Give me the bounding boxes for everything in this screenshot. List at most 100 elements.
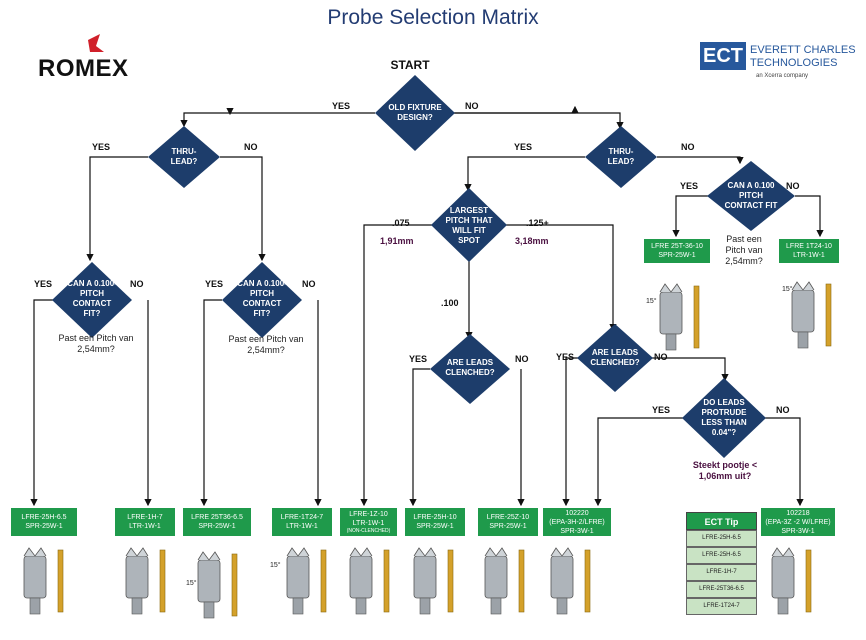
decision-thru-lead-left: THRU-LEAD? bbox=[170, 147, 198, 166]
product-code: 102218 bbox=[786, 509, 810, 517]
decision-largest-pitch: LARGEST PITCH THAT WILL FIT SPOT bbox=[445, 206, 493, 245]
pitch-note-middle: Past een Pitch van 2,54mm? bbox=[228, 334, 304, 355]
probe-illustration-2-body bbox=[197, 559, 221, 603]
decision-leads-clenched-right: ARE LEADS CLENCHED? bbox=[590, 348, 640, 367]
angle-label: 15° bbox=[782, 286, 793, 293]
product-receptacle: SPR-3W-1 bbox=[560, 527, 594, 535]
product-receptacle: SPR-25W-1 bbox=[25, 523, 63, 530]
probe-illustration-8-receptacle bbox=[805, 549, 812, 613]
connector-line bbox=[594, 417, 686, 507]
product-code: LFRE-25H-6.5 bbox=[21, 514, 67, 521]
probe-illustration-6-receptacle bbox=[518, 549, 525, 613]
angle-label: 15° bbox=[186, 580, 197, 587]
connector-line bbox=[505, 224, 617, 332]
diamond-thru-lead-left bbox=[148, 126, 220, 188]
product-102218: 102218 (EPA-3Z -2 W/LFRE) SPR-3W-1 bbox=[761, 508, 835, 536]
no-label: NO bbox=[654, 352, 668, 362]
product-lfre-25h-6-5: LFRE-25H-6.5 SPR-25W-1 bbox=[11, 508, 77, 536]
product-lfre-1t24-10: LFRE 1T24-10 LTR-1W-1 bbox=[779, 239, 839, 263]
ect-logo-line3: an Xcerra company bbox=[756, 73, 809, 79]
product-receptacle: LTR-1W-1 bbox=[793, 252, 825, 259]
pitch-125-label: .125+ bbox=[526, 218, 549, 228]
no-label: NO bbox=[681, 142, 695, 152]
probe-illustration-7-receptacle bbox=[584, 549, 591, 613]
product-lfre-25t-36-10: LFRE 25T-36-10 SPR-25W-1 bbox=[644, 239, 710, 263]
probe-illustration-2-receptacle bbox=[231, 553, 238, 617]
ect-tip-row: LFRE-25T36-6.5 bbox=[686, 581, 757, 598]
product-code: LFRE 25T-36-10 bbox=[651, 243, 703, 250]
product-code: LFRE 1T24-10 bbox=[786, 243, 832, 250]
product-receptacle: LTR-1W-1 bbox=[129, 523, 161, 530]
probe-illustration-4-body bbox=[349, 555, 373, 599]
no-label: NO bbox=[244, 142, 258, 152]
probe-illustration-4-receptacle bbox=[383, 549, 390, 613]
angle-label: 15° bbox=[270, 562, 281, 569]
diamond-pitch-fit-left bbox=[52, 262, 132, 338]
product-receptacle: SPR-25W-1 bbox=[416, 523, 454, 530]
no-label: NO bbox=[465, 101, 479, 111]
probe-illustration-5-stem bbox=[419, 597, 431, 615]
probe-illustration-10-receptacle bbox=[825, 283, 832, 347]
connector-line bbox=[220, 156, 266, 262]
probe-illustration-6-body bbox=[484, 555, 508, 599]
romex-logo: ROMEX bbox=[38, 55, 129, 82]
connector-line bbox=[360, 224, 433, 507]
probe-illustration-0-stem bbox=[29, 597, 41, 615]
yes-label: YES bbox=[680, 181, 699, 191]
product-code: 102220 bbox=[565, 509, 589, 517]
no-label: NO bbox=[515, 354, 529, 364]
product-receptacle: SPR-3W-1 bbox=[781, 527, 815, 535]
diamond-largest-pitch bbox=[431, 188, 507, 262]
decision-pitch-fit-middle: CAN A 0.100-PITCH CONTACT FIT? bbox=[237, 279, 287, 318]
connector-line bbox=[795, 195, 824, 238]
connector-line bbox=[657, 156, 744, 165]
angle-label: 15° bbox=[646, 298, 657, 305]
connector-line bbox=[30, 299, 53, 507]
probe-illustration-7-tip bbox=[550, 547, 574, 557]
ect-tip-row: LFRE-1H-7 bbox=[686, 564, 757, 581]
ect-tip-row: LFRE-25H-6.5 bbox=[686, 530, 757, 547]
product-receptacle: SPR-25W-1 bbox=[198, 523, 236, 530]
probe-illustration-10-stem bbox=[797, 331, 809, 349]
page-title: Probe Selection Matrix bbox=[327, 6, 539, 29]
product-lfre-1h-7: LFRE-1H-7 LTR-1W-1 bbox=[115, 508, 175, 536]
product-description: (EPA-3Z -2 W/LFRE) bbox=[765, 518, 831, 526]
yes-label: YES bbox=[205, 279, 224, 289]
probe-illustration-9-receptacle bbox=[693, 285, 700, 349]
probe-illustration-3-stem bbox=[292, 597, 304, 615]
connector-line bbox=[464, 156, 585, 192]
product-lfre-1z-10: LFRE-1Z-10 LTR-1W-1 (NON-CLENCHED) bbox=[340, 508, 397, 536]
product-code: LFRE-1H-7 bbox=[127, 514, 163, 521]
diamond-old-fixture bbox=[375, 75, 455, 151]
diamond-pitch-fit-right bbox=[707, 161, 795, 231]
connector-line bbox=[200, 299, 222, 507]
product-code: LFRE-25Z-10 bbox=[486, 514, 530, 521]
decision-old-fixture: OLD FIXTURE DESIGN? bbox=[388, 103, 442, 122]
probe-illustration-0-body bbox=[23, 555, 47, 599]
yes-label: YES bbox=[92, 142, 111, 152]
probe-illustration-6-stem bbox=[490, 597, 502, 615]
probe-illustration-4-tip bbox=[349, 547, 373, 557]
product-code: LFRE-1Z-10 bbox=[349, 511, 388, 518]
decision-pitch-fit-right: CAN A 0.100 PITCH CONTACT FIT bbox=[724, 181, 778, 210]
decision-leads-clenched-middle: ARE LEADS CLENCHED? bbox=[445, 358, 495, 377]
product-lfre-25t36-6-5: LFRE 25T36-6.5 SPR-25W-1 bbox=[183, 508, 251, 536]
probe-illustration-9-stem bbox=[665, 333, 677, 351]
product-receptacle: SPR-25W-1 bbox=[658, 252, 696, 259]
connector-line bbox=[652, 357, 729, 382]
protrude-note: Steekt pootje < 1,06mm uit? bbox=[692, 460, 758, 481]
diamond-leads-protrude bbox=[682, 378, 766, 458]
pitch-100-label: .100 bbox=[441, 298, 459, 308]
connector-line bbox=[226, 108, 375, 116]
probe-illustration-8-stem bbox=[777, 597, 789, 615]
no-label: NO bbox=[786, 181, 800, 191]
diamond-leads-clenched-right bbox=[577, 324, 653, 392]
product-code: LFRE-25H-10 bbox=[413, 514, 457, 521]
probe-illustration-7-body bbox=[550, 555, 574, 599]
product-102220: 102220 (EPA-3H-2/LFRE) SPR-3W-1 bbox=[543, 508, 611, 536]
no-label: NO bbox=[130, 279, 144, 289]
connector-line bbox=[672, 195, 708, 238]
decision-pitch-fit-left: CAN A 0.100-PITCH CONTACT FIT? bbox=[67, 279, 117, 318]
